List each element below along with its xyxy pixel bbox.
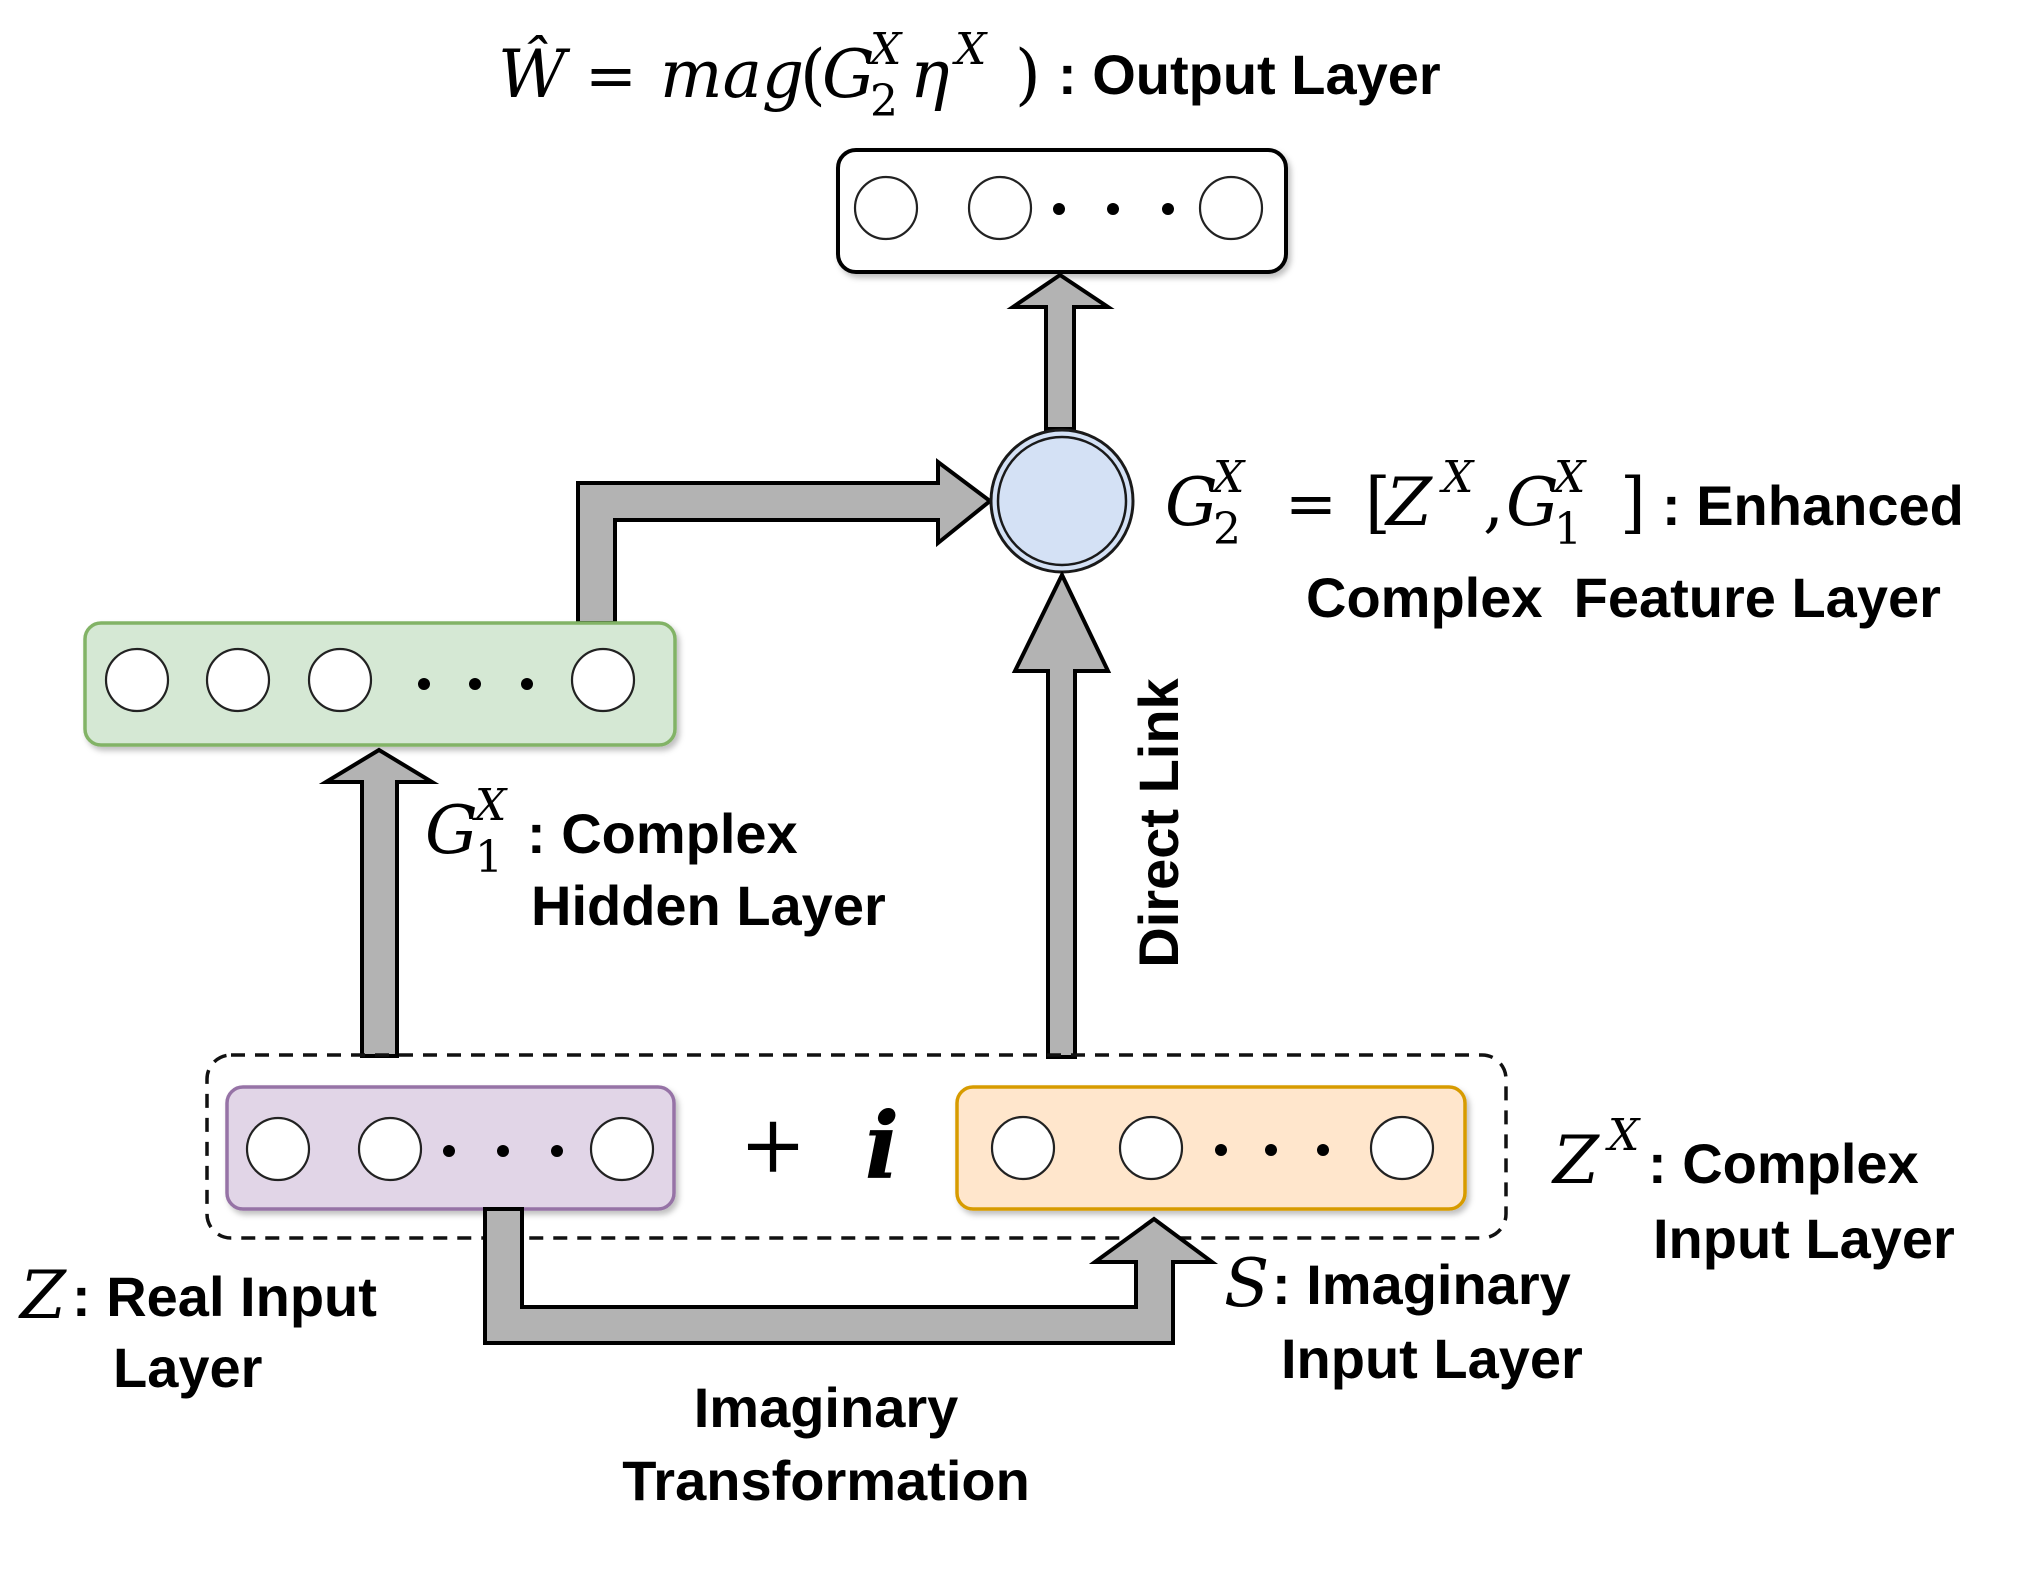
math-equals: = [585,39,637,112]
math-equals: = [1285,467,1337,540]
output-layer-label: : Output Layer [1058,43,1441,106]
math-w-hat: Ŵ [498,36,571,113]
ellipsis-dot [497,1145,509,1157]
imaginary-unit-i: i [865,1092,900,1200]
math-g2-sup: X [1210,452,1246,503]
imag-input-layer-container [955,1085,1467,1211]
hidden-node [307,647,373,713]
ellipsis-dot [418,678,430,690]
imag-input-node [1369,1115,1435,1181]
hidden-layer-label-line2: Hidden Layer [531,874,886,937]
imag-input-layer-label: S : Imaginary Input Layer [1224,1245,1583,1390]
math-z: Z [1384,464,1433,541]
output-layer-box [836,148,1288,274]
math-g1-sub: 1 [1554,504,1582,555]
hidden-node [104,647,170,713]
math-s: S [1224,1245,1269,1322]
math-g-sub: 2 [870,76,898,127]
math-close-bracket: ] [1620,464,1646,541]
math-eta: η [910,36,950,113]
enhanced-layer-formula: G X 2 = [ Z X , G X 1 ] : Enhanced Compl… [1165,452,1964,629]
ellipsis-dot [1107,203,1119,215]
plus-sign: + [739,1098,806,1191]
hidden-layer-box [83,621,677,747]
imaginary-transformation-label: Imaginary Transformation [622,1376,1030,1512]
imag-input-label-line2: Input Layer [1281,1327,1583,1390]
ellipsis-dot [443,1145,455,1157]
imag-input-node [990,1115,1056,1181]
hidden-node [570,647,636,713]
imag-input-layer-box [955,1085,1467,1211]
enhanced-layer-label-line2: Complex Feature Layer [1306,566,1941,629]
math-g1-sup: X [472,780,508,831]
imag-input-label-line1: : Imaginary [1272,1253,1571,1316]
complex-input-layer-label: Z X : Complex Input Layer [1551,1110,1955,1270]
real-input-node [245,1116,311,1182]
math-g1: G [425,792,478,869]
arrow-input-to-hidden [318,747,440,1058]
imaginary-transformation-line1: Imaginary [694,1376,959,1439]
real-input-layer-label: Z : Real Input Layer [18,1257,377,1399]
ellipsis-dot [1265,1144,1277,1156]
math-g1-sub: 1 [475,832,503,883]
hidden-layer-label: G X 1 : Complex Hidden Layer [425,780,886,937]
output-node [967,175,1033,241]
math-comma: , [1483,464,1504,541]
direct-link-label: Direct Link [1127,677,1190,967]
ellipsis-dot [1317,1144,1329,1156]
math-g1-sup: X [1551,452,1587,503]
enhanced-node-inner-ring [996,435,1128,567]
ellipsis-dot [1053,203,1065,215]
math-g2: G [1165,464,1218,541]
real-input-layer-box [225,1085,676,1211]
complex-input-label-line1: : Complex [1648,1132,1919,1195]
output-node [853,175,919,241]
math-g-sup: X [867,24,903,75]
ellipsis-dot [551,1145,563,1157]
math-g1: G [1506,464,1559,541]
ellipsis-dot [1215,1144,1227,1156]
real-input-label-line2: Layer [113,1336,262,1399]
arrow-to-output-layer [1006,272,1115,431]
math-mag: mag [660,36,804,113]
ellipsis-dot [521,678,533,690]
imaginary-transformation-line2: Transformation [622,1449,1030,1512]
enhanced-feature-node [989,428,1135,574]
imag-input-node [1118,1115,1184,1181]
math-open-paren: ( [800,36,826,113]
math-close-paren: ) [1015,36,1041,113]
real-input-node [589,1116,655,1182]
math-open-bracket: [ [1365,464,1391,541]
math-eta-sup: X [952,24,988,75]
math-z-sup: X [1439,452,1475,503]
ellipsis-dot [1162,203,1174,215]
output-layer-formula: Ŵ = mag ( G X 2 η X ) : Output Layer [498,24,1441,127]
arrow-hidden-to-enhanced [576,458,994,625]
math-g2-sub: 2 [1213,504,1241,555]
real-input-label-line1: : Real Input [72,1265,377,1328]
arrow-imaginary-transformation [483,1207,1219,1345]
complex-input-layer-container [205,1053,1508,1240]
math-z: Z [1551,1122,1600,1199]
math-g: G [822,36,875,113]
real-input-node [357,1116,423,1182]
enhanced-layer-label-line1: : Enhanced [1662,474,1964,537]
complex-input-label-line2: Input Layer [1653,1207,1955,1270]
output-node [1198,175,1264,241]
hidden-node [205,647,271,713]
math-z: Z [18,1257,67,1334]
hidden-layer-label-line1: : Complex [527,802,798,865]
ellipsis-dot [469,678,481,690]
arrow-direct-link [1011,570,1112,1059]
math-z-sup: X [1605,1110,1641,1161]
